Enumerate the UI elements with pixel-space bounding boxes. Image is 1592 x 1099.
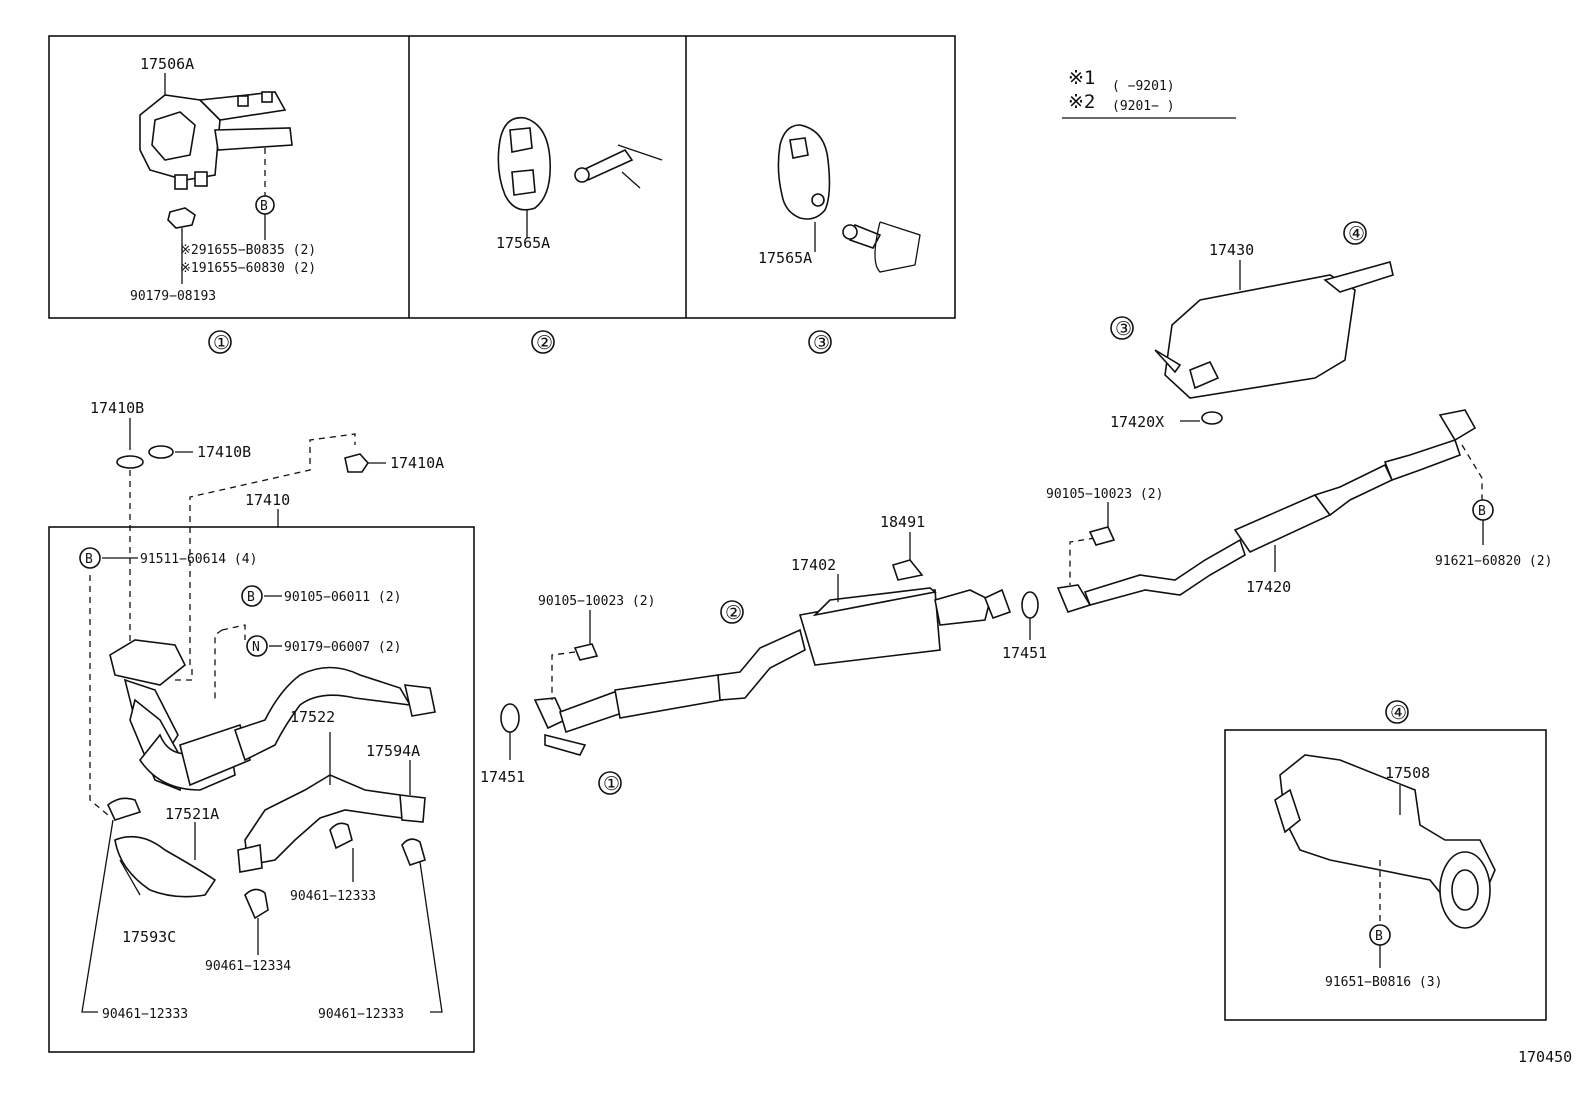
front-pipe-frame (48, 526, 475, 1053)
inset4-b-letter: B (1375, 929, 1383, 944)
legend-mark-2: ※2 (1068, 91, 1095, 113)
label-90105-10023-left: 90105−10023 (2) (538, 594, 655, 609)
bolt-b-letter: B (1478, 504, 1486, 519)
inset3-part-label: 17565A (758, 249, 812, 267)
label-17410b-b: 17410B (197, 443, 251, 461)
inset3-number-circle (808, 330, 832, 354)
label-91511-60614: 91511−60614 (4) (140, 552, 257, 567)
inset2-rubber-hanger-drawing (497, 116, 663, 238)
hanger-number-2: ② (725, 602, 742, 624)
label-17451-right: 17451 (1002, 644, 1047, 662)
inset4-number: ④ (1390, 702, 1407, 724)
inset2-number-circle (531, 330, 555, 354)
figure-number: 170450 (1518, 1048, 1572, 1066)
inset3-rubber-hanger-drawing (777, 124, 921, 273)
tail-pipe-drawing (1056, 409, 1494, 613)
nut-n-marker-icon (246, 635, 268, 657)
hanger-number-3: ③ (1115, 318, 1132, 340)
label-17451-left: 17451 (480, 768, 525, 786)
label-17410a: 17410A (390, 454, 444, 472)
label-17522: 17522 (290, 708, 335, 726)
label-17410: 17410 (245, 491, 290, 509)
hanger-number-4: ④ (1348, 223, 1365, 245)
inset1-nut-label: 90179−08193 (130, 289, 216, 304)
inset1-number-circle (208, 330, 232, 354)
label-90461-12333-a: 90461−12333 (290, 889, 376, 904)
label-90461-12333-c: 90461−12333 (318, 1007, 404, 1022)
front-gaskets-drawing (116, 433, 370, 681)
inset1-b-letter: B (260, 199, 268, 214)
inset4-part-label: 17508 (1385, 764, 1430, 782)
label-90179-06007: 90179−06007 (2) (284, 640, 401, 655)
center-pipe-drawing (500, 532, 1039, 760)
label-17594a: 17594A (366, 742, 420, 760)
label-18491: 18491 (880, 513, 925, 531)
inset1-number: ① (213, 332, 230, 354)
front-insulators-drawing (81, 732, 443, 1013)
top-inset-frame (48, 35, 956, 319)
label-91621-60820: 91621−60820 (2) (1435, 554, 1552, 569)
legend-range-2: (9201− ) (1112, 99, 1175, 114)
bolt-b-letter: B (247, 590, 255, 605)
hanger-marker-4 (1343, 221, 1367, 245)
hanger-marker-1 (598, 771, 622, 795)
legend-mark-1: ※1 (1068, 67, 1095, 89)
hanger-marker-4-inset (1385, 700, 1409, 724)
hanger-marker-2 (720, 600, 744, 624)
label-90105-06011: 90105−06011 (2) (284, 590, 401, 605)
bolt-b-marker-icon (241, 585, 263, 607)
hanger-marker-3 (1110, 316, 1134, 340)
label-90461-12333-b: 90461−12333 (102, 1007, 188, 1022)
inset2-part-label: 17565A (496, 234, 550, 252)
front-pipe-drawing (89, 575, 436, 816)
label-17420x: 17420X (1110, 413, 1164, 431)
inset3-number: ③ (813, 332, 830, 354)
inset2-number: ② (536, 332, 553, 354)
inset1-alt1-label: ※191655−60830 (2) (180, 261, 316, 276)
label-90105-10023-right: 90105−10023 (2) (1046, 487, 1163, 502)
inset4-bolt-label: 91651−B0816 (3) (1325, 975, 1442, 990)
label-17430: 17430 (1209, 241, 1254, 259)
label-17521a: 17521A (165, 805, 219, 823)
label-90461-12334: 90461−12334 (205, 959, 291, 974)
inset1-hanger-drawing (139, 73, 293, 284)
legend-range-1: ( −9201) (1112, 79, 1175, 94)
muffler-drawing (1154, 260, 1394, 425)
bolt-b-marker-icon (79, 547, 101, 569)
label-17410b-a: 17410B (90, 399, 144, 417)
inset1-part-label: 17506A (140, 55, 194, 73)
inset4-bracket-drawing (1274, 754, 1496, 968)
label-17402: 17402 (791, 556, 836, 574)
inset1-alt2-label: ※291655−B0835 (2) (180, 243, 316, 258)
bolt-b-letter: B (85, 552, 93, 567)
hanger-number-1: ① (603, 773, 620, 795)
label-17420: 17420 (1246, 578, 1291, 596)
label-17593c: 17593C (122, 928, 176, 946)
nut-n-letter: N (252, 640, 260, 655)
inset4-frame (1224, 729, 1547, 1021)
